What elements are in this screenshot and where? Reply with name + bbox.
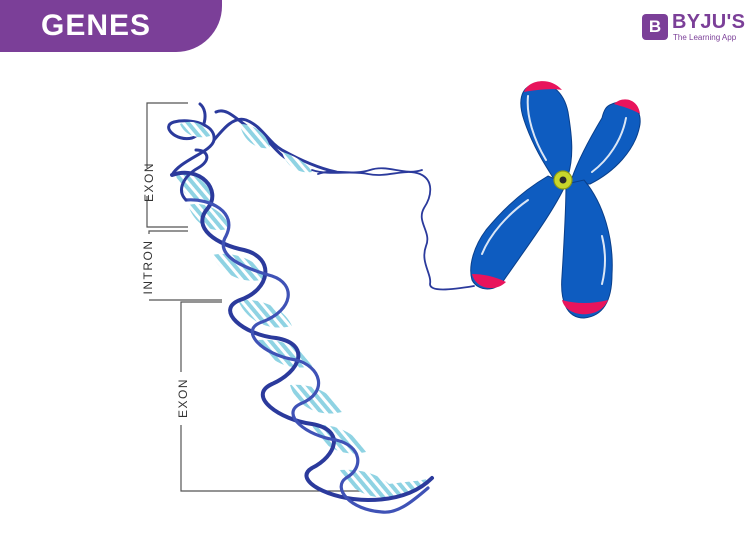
chromosome-arms (470, 82, 641, 319)
brand-name: BYJU'S (672, 11, 746, 33)
chromosome (470, 81, 641, 319)
bracket-exon-top (146, 102, 188, 228)
brand-logo: B BYJU'S The Learning App (642, 9, 746, 45)
label-exon-top: EXON (142, 162, 156, 202)
dna-upper-rungs (180, 121, 312, 173)
label-intron: INTRON (141, 240, 155, 295)
label-exon-bottom: EXON (176, 378, 190, 418)
centromere (553, 170, 573, 190)
telomeres (472, 81, 640, 315)
chromosome-highlights (481, 95, 627, 285)
title-banner: GENES (0, 0, 222, 52)
telomere-bottom-right (562, 300, 608, 315)
dna-helix (167, 102, 475, 514)
bracket-exon-bottom (180, 301, 362, 492)
telomere-bottom-left (472, 274, 506, 289)
bracket-intron (148, 230, 222, 301)
brand-badge-icon: B (642, 14, 668, 40)
dna-rungs (176, 174, 430, 498)
dna-fiber (311, 167, 475, 291)
dna-strand-b (184, 198, 430, 514)
telomere-top-right (614, 99, 640, 114)
telomere-top-left (524, 81, 562, 92)
page-title: GENES (41, 9, 152, 42)
brand-tagline: The Learning App (673, 33, 737, 42)
